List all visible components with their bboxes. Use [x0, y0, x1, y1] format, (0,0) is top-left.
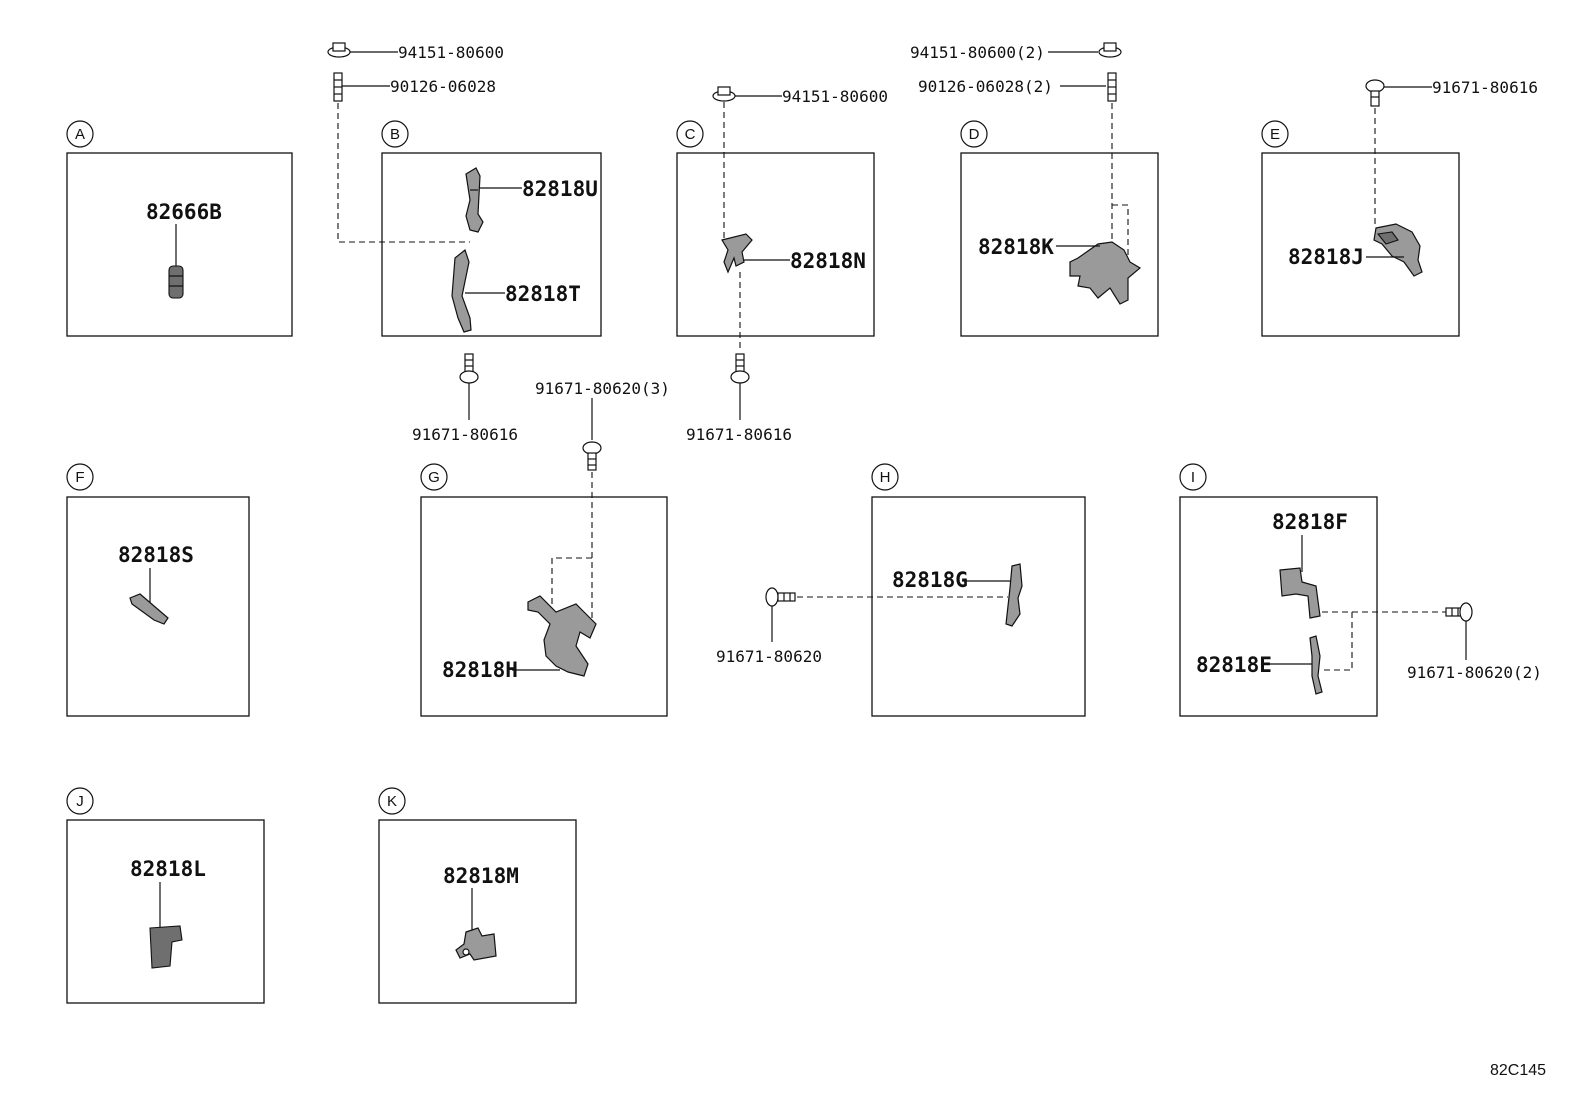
- part-label-82666b: 82666B: [146, 200, 222, 224]
- panel-e-frame: [1261, 152, 1460, 337]
- panel-i-id: I: [1191, 469, 1195, 486]
- panel-b-marker: [381, 120, 409, 148]
- panel-k-frame: [378, 819, 577, 1004]
- bracket-82818e: [1309, 635, 1323, 695]
- part-label-82818k: 82818K: [978, 235, 1054, 259]
- panel-g-marker: [420, 463, 448, 491]
- part-label-82818n: 82818N: [790, 249, 866, 273]
- panel-a-marker: [66, 120, 94, 148]
- panel-c-marker: [676, 120, 704, 148]
- cover-82818l: [149, 925, 183, 969]
- bracket-82818j: [1373, 223, 1423, 277]
- panel-j-frame: [66, 819, 265, 1004]
- part-label-82818e: 82818E: [1196, 653, 1272, 677]
- part-label-82818s: 82818S: [118, 543, 194, 567]
- panel-h-frame: [871, 496, 1086, 717]
- bracket-82818h: [527, 595, 597, 677]
- part-label-82818g: 82818G: [892, 568, 968, 592]
- part-label-82818u: 82818U: [522, 177, 598, 201]
- panel-k-marker: [378, 787, 406, 815]
- stud-icon: [333, 72, 343, 102]
- b-nut-label: 94151-80600: [398, 43, 504, 62]
- panel-f-id: F: [75, 469, 84, 486]
- bracket-82818f: [1279, 567, 1321, 619]
- panel-e-id: E: [1270, 126, 1280, 143]
- panel-a-frame: [66, 152, 293, 337]
- i-bolt-label: 91671-80620(2): [1407, 663, 1542, 682]
- bracket-82818m: [455, 927, 497, 961]
- panel-e: E 91671-80616 82818J: [1261, 78, 1538, 337]
- part-label-82818l: 82818L: [130, 857, 206, 881]
- clip-82818s: [129, 593, 169, 625]
- part-label-82818f: 82818F: [1272, 510, 1348, 534]
- panel-h: H 82818G 91671-80620: [716, 463, 1086, 717]
- panel-b: B 94151-80600 90126-06028 82818U 828: [327, 42, 602, 444]
- panel-i-frame: [1179, 496, 1378, 717]
- panel-d-marker: [960, 120, 988, 148]
- bracket-82818g: [1005, 563, 1023, 627]
- panel-j: J 82818L: [66, 787, 265, 1004]
- panel-f-frame: [66, 496, 250, 717]
- panel-a-id: A: [75, 126, 85, 143]
- panel-k: K 82818M: [378, 787, 577, 1004]
- reference-code: 82C145: [1490, 1062, 1546, 1079]
- panel-i-marker: [1179, 463, 1207, 491]
- bolt-icon: [582, 441, 602, 471]
- g-bolt-label: 91671-80620(3): [535, 379, 670, 398]
- panel-c-id: C: [685, 126, 696, 143]
- bracket-82818t: [451, 248, 472, 333]
- panel-h-marker: [871, 463, 899, 491]
- b-stud-label: 90126-06028: [390, 77, 496, 96]
- bracket-82818n: [721, 233, 753, 274]
- panel-j-id: J: [76, 793, 84, 810]
- panel-k-id: K: [387, 793, 397, 810]
- panel-b-id: B: [390, 126, 400, 143]
- bolt-icon: [459, 353, 479, 384]
- panel-g-id: G: [428, 469, 440, 486]
- part-label-82818h: 82818H: [442, 658, 518, 682]
- part-label-82818j: 82818J: [1288, 245, 1364, 269]
- panel-d-frame: [960, 152, 1159, 337]
- d-nut-label: 94151-80600(2): [910, 43, 1045, 62]
- flange-nut-icon: [1098, 42, 1122, 58]
- stud-icon: [1107, 72, 1117, 102]
- bracket-82818u: [465, 167, 484, 233]
- panel-g-frame: [420, 496, 668, 717]
- part-label-82818m: 82818M: [443, 864, 519, 888]
- bolt-icon: [1445, 602, 1473, 622]
- flange-nut-icon: [327, 42, 351, 58]
- panel-b-frame: [381, 152, 602, 337]
- part-label-82818t: 82818T: [505, 282, 581, 306]
- panel-d-id: D: [969, 126, 980, 143]
- panel-e-marker: [1261, 120, 1289, 148]
- bolt-icon: [1365, 79, 1385, 107]
- panel-c: C 94151-80600 82818N 91671-80616: [676, 86, 888, 444]
- flange-nut-icon: [712, 86, 736, 102]
- panel-f-marker: [66, 463, 94, 491]
- panel-f: F 82818S: [66, 463, 250, 717]
- b-bolt-label: 91671-80616: [412, 425, 518, 444]
- e-bolt-label: 91671-80616: [1432, 78, 1538, 97]
- panel-c-frame: [676, 152, 875, 337]
- panel-d: D 94151-80600(2) 90126-06028(2) 82818K: [910, 42, 1159, 337]
- c-bolt-label: 91671-80616: [686, 425, 792, 444]
- grommet-part: [168, 265, 184, 299]
- panel-a: A 82666B: [66, 120, 293, 337]
- h-bolt-label: 91671-80620: [716, 647, 822, 666]
- c-nut-label: 94151-80600: [782, 87, 888, 106]
- bracket-82818k: [1069, 241, 1142, 305]
- panel-g: G 91671-80620(3) 82818H: [420, 379, 670, 717]
- bolt-icon: [765, 587, 796, 607]
- bolt-icon: [730, 353, 750, 384]
- panel-j-marker: [66, 787, 94, 815]
- panel-h-id: H: [880, 469, 891, 486]
- d-stud-label: 90126-06028(2): [918, 77, 1053, 96]
- panel-i: I 82818F 82818E 91671-80620(2): [1179, 463, 1542, 717]
